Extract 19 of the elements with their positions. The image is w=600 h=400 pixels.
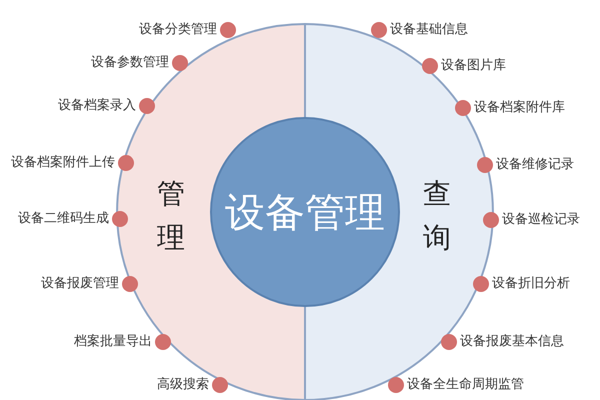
item-label: 设备报废基本信息: [460, 334, 564, 350]
item-label: 设备折旧分析: [492, 276, 570, 292]
item-label: 设备全生命周期监管: [407, 377, 524, 393]
item-label: 设备巡检记录: [502, 212, 580, 228]
panel-heading: 管理: [157, 176, 186, 256]
item-label: 设备报废管理: [41, 276, 119, 292]
item-label: 高级搜索: [157, 377, 209, 393]
item-label: 设备档案录入: [58, 98, 136, 114]
item-label: 设备图片库: [441, 58, 506, 74]
panel-heading: 查询: [423, 176, 452, 256]
item-label: 设备档案附件库: [474, 100, 565, 116]
center-title: 设备管理: [225, 188, 385, 238]
item-label: 设备基础信息: [390, 22, 468, 38]
item-label: 设备分类管理: [139, 22, 217, 38]
item-label: 设备维修记录: [496, 157, 574, 173]
item-label: 设备参数管理: [91, 55, 169, 71]
item-label: 档案批量导出: [74, 334, 152, 350]
item-label: 设备档案附件上传: [11, 155, 115, 171]
item-label: 设备二维码生成: [18, 211, 109, 227]
